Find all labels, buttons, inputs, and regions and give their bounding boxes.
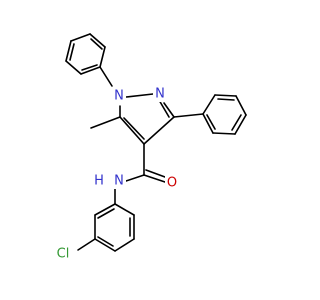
- carbonyl-double-bond-b: [145, 169, 166, 178]
- right-phenyl-ring: [202, 94, 247, 135]
- atom-o: O: [165, 175, 179, 191]
- amide-c-n-bond: [125, 174, 145, 182]
- n1-label: N: [114, 89, 124, 104]
- oxygen-label: O: [167, 176, 177, 191]
- chlorine-label: Cl: [57, 247, 70, 262]
- n1-phenyl-bond: [99, 66, 113, 87]
- atom-n1: N: [112, 88, 126, 104]
- chlorophenyl-ring: [94, 203, 135, 252]
- methyl-bond: [90, 116, 121, 129]
- pyrazole-ring: [119, 93, 175, 145]
- atom-nh: N H: [93, 174, 126, 189]
- c3-phenyl-bond: [173, 113, 204, 118]
- atom-cl: Cl: [51, 246, 75, 262]
- n2-label: N: [155, 87, 165, 102]
- molecule-structure: N N O N H Cl: [51, 33, 247, 262]
- carbonyl-double-bond-a: [143, 174, 166, 183]
- c-cl-bond: [77, 238, 96, 251]
- atom-n2: N: [153, 86, 167, 102]
- amide-h-label: H: [94, 174, 104, 189]
- structure-canvas: N N O N H Cl: [51, 33, 247, 262]
- amide-n-label: N: [114, 174, 124, 189]
- top-phenyl-ring: [65, 33, 106, 75]
